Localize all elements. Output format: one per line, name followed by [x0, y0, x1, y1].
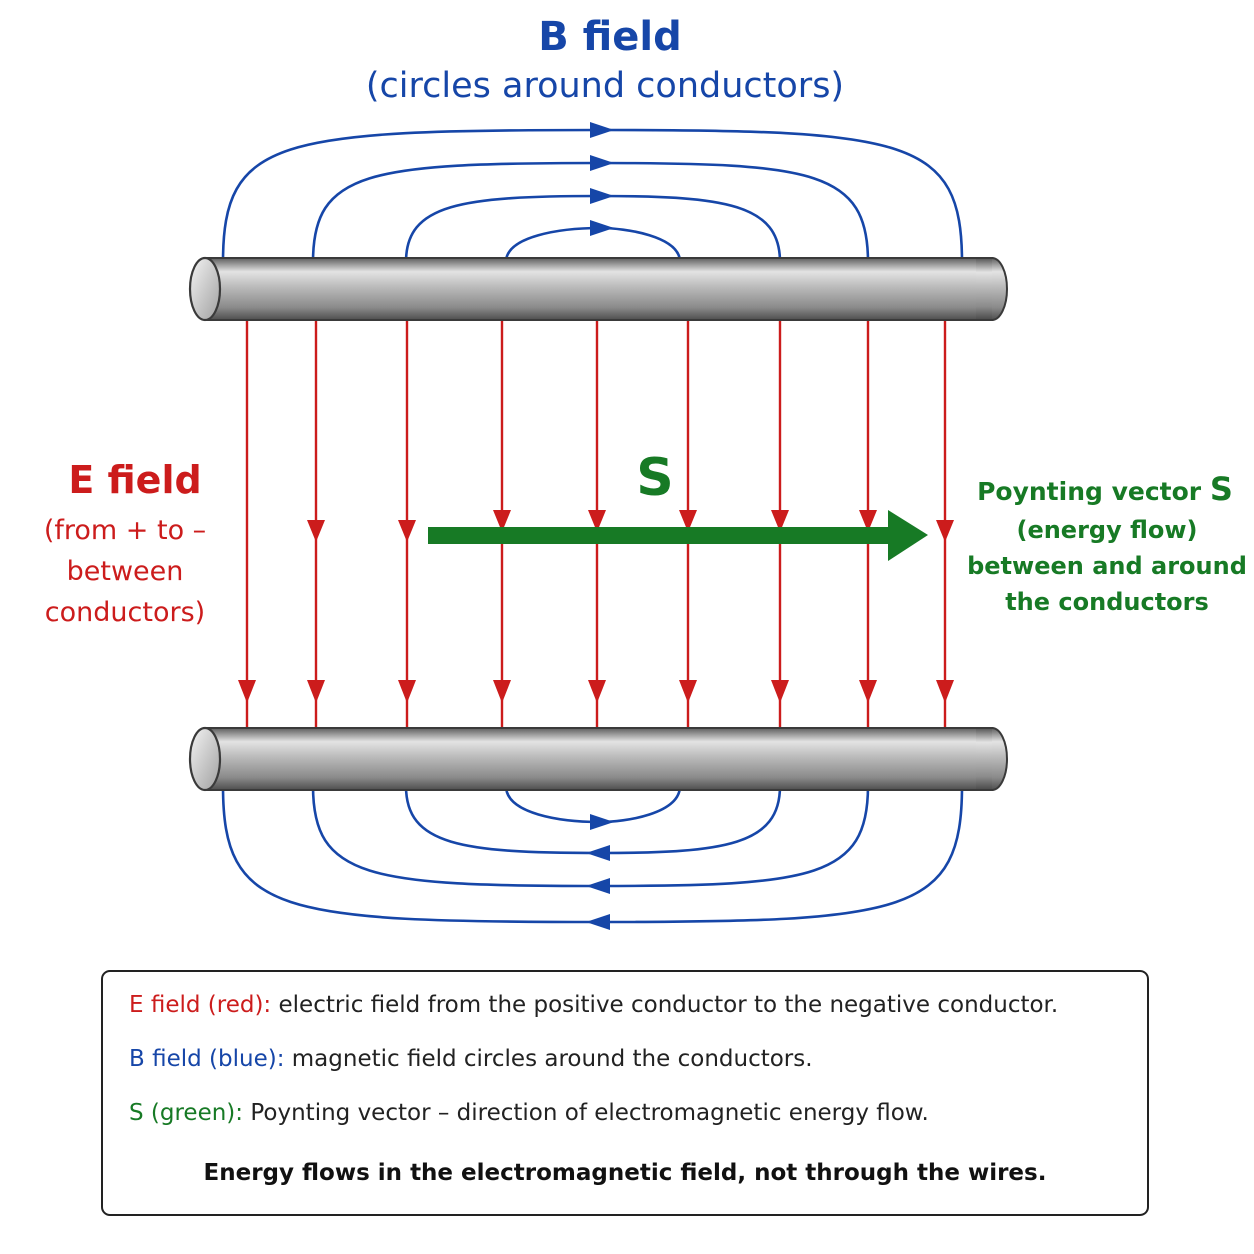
- e-field-arrowhead: [398, 680, 416, 703]
- b-field-arrowhead: [590, 814, 614, 830]
- legend-row-e-field: E field (red): electric field from the p…: [129, 992, 1058, 1018]
- poynting-arrow-shaft: [428, 527, 894, 544]
- poynting-title: Poynting vector S: [970, 470, 1240, 508]
- poynting-subtitle-line: the conductors: [1005, 588, 1209, 616]
- legend-text-b: magnetic field circles around the conduc…: [291, 1046, 813, 1072]
- legend-key-b: B field (blue):: [129, 1046, 285, 1072]
- e-field-arrowhead: [307, 680, 325, 703]
- b-field-arrowhead: [586, 878, 610, 894]
- e-field-title: E field: [68, 458, 202, 502]
- legend-text-s: Poynting vector – direction of electroma…: [250, 1100, 929, 1126]
- e-field-subtitle-line: between: [66, 556, 184, 587]
- legend-box: E field (red): electric field from the p…: [101, 970, 1149, 1216]
- poynting-s-label: S: [636, 448, 674, 508]
- b-field-arrowhead: [590, 122, 614, 138]
- conductor-end-fill: [976, 259, 992, 319]
- poynting-subtitle-line: between and around: [967, 552, 1247, 580]
- e-field-subtitle-line: conductors): [44, 597, 206, 628]
- conductor-rod: [204, 257, 993, 321]
- poynting-title-text: Poynting vector: [977, 477, 1202, 506]
- conductor-rod: [204, 727, 993, 791]
- conductor-cap: [188, 726, 222, 792]
- conductor-end-fill: [976, 729, 992, 789]
- legend-note: Energy flows in the electromagnetic fiel…: [203, 1160, 1047, 1186]
- b-field-arrowhead: [590, 155, 614, 171]
- poynting-arrow: [428, 510, 928, 561]
- e-field-arrowhead: [936, 680, 954, 703]
- e-field-arrowhead: [238, 680, 256, 703]
- b-field-subtitle: (circles around conductors): [365, 66, 845, 106]
- e-field-subtitle: (from + to – between conductors): [10, 510, 240, 633]
- b-field-title: B field: [538, 14, 682, 60]
- legend-row-b-field: B field (blue): magnetic field circles a…: [129, 1046, 813, 1072]
- legend-key-s: S (green):: [129, 1100, 244, 1126]
- e-field-arrowhead: [771, 680, 789, 703]
- e-field-lines: [238, 316, 954, 730]
- b-field-loops-top: [221, 122, 964, 263]
- e-field-arrowhead: [859, 680, 877, 703]
- legend-text-e: electric field from the positive conduct…: [278, 992, 1059, 1018]
- e-field-arrowhead: [493, 680, 511, 703]
- conductor-cap: [188, 256, 222, 322]
- e-field-arrowhead: [936, 520, 954, 542]
- legend-row-s: S (green): Poynting vector – direction o…: [129, 1100, 929, 1126]
- b-field-arrowhead: [586, 845, 610, 861]
- e-field-arrowhead: [307, 520, 325, 542]
- e-field-arrowhead: [771, 510, 789, 532]
- e-field-subtitle-line: (from + to –: [43, 515, 207, 546]
- poynting-title-letter: S: [1209, 470, 1233, 508]
- e-field-arrowhead: [398, 520, 416, 542]
- poynting-subtitle-line: (energy flow): [1016, 516, 1198, 544]
- e-field-arrowhead: [493, 510, 511, 532]
- e-field-arrowhead: [679, 510, 697, 532]
- poynting-arrow-head: [888, 510, 928, 561]
- legend-key-e: E field (red):: [129, 992, 272, 1018]
- b-field-loops-bottom: [221, 785, 964, 930]
- conductors: [188, 256, 1008, 792]
- b-field-arrowhead: [590, 188, 614, 204]
- e-field-arrowhead: [859, 510, 877, 532]
- e-field-arrowhead: [588, 510, 606, 532]
- b-field-arrowhead: [590, 220, 614, 236]
- e-field-arrowhead: [588, 680, 606, 703]
- b-field-loop: [311, 161, 870, 263]
- poynting-subtitle: (energy flow) between and around the con…: [960, 512, 1254, 620]
- b-field-loop: [311, 785, 870, 888]
- b-field-arrowhead: [586, 914, 610, 930]
- e-field-arrowhead: [679, 680, 697, 703]
